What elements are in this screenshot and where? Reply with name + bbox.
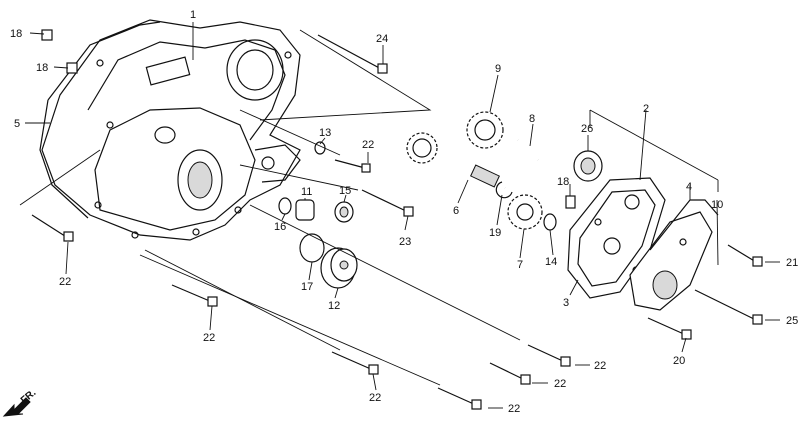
label-part-22: 22 <box>594 360 606 372</box>
leader-lines <box>19 22 780 409</box>
label-part-9: 9 <box>495 63 501 75</box>
gear-9 <box>466 111 504 149</box>
label-part-22: 22 <box>554 378 566 390</box>
bolts <box>31 34 763 410</box>
label-part-11: 11 <box>301 186 312 198</box>
label-part-12: 12 <box>328 300 340 312</box>
o-ring <box>278 197 292 215</box>
dowel-pin <box>66 62 78 74</box>
gear-drive <box>406 132 438 164</box>
label-part-16: 16 <box>274 221 286 233</box>
label-part-26: 26 <box>581 123 593 135</box>
label-part-15: 15 <box>339 185 351 197</box>
label-part-22: 22 <box>508 403 520 415</box>
label-part-19: 19 <box>489 227 501 239</box>
front-direction-arrow: FR. <box>2 387 38 417</box>
label-part-3: 3 <box>563 297 569 309</box>
label-part-22: 22 <box>369 392 381 404</box>
label-part-21: 21 <box>786 257 798 269</box>
label-part-18: 18 <box>557 176 569 188</box>
pump-gasket <box>649 199 719 251</box>
label-part-22: 22 <box>203 332 215 344</box>
pin-8 <box>515 137 541 163</box>
o-ring-large <box>299 233 325 263</box>
label-part-2: 2 <box>643 103 649 115</box>
label-part-10: 10 <box>711 199 723 211</box>
label-part-17: 17 <box>301 281 313 293</box>
part-number-labels: 1 2 3 4 5 6 7 8 9 10 11 12 13 14 15 16 1… <box>10 9 798 415</box>
washer <box>543 213 557 231</box>
oil-pump-shaft <box>424 147 506 191</box>
dowel-pin <box>41 29 53 41</box>
crankcase-cover <box>41 19 301 241</box>
label-part-4: 4 <box>686 181 692 193</box>
label-part-25: 25 <box>786 315 798 327</box>
gear-7 <box>507 194 543 230</box>
label-part-8: 8 <box>529 113 535 125</box>
label-part-14: 14 <box>545 256 557 268</box>
dowel-pin <box>565 195 576 209</box>
label-part-20: 20 <box>673 355 685 367</box>
plug <box>295 199 315 221</box>
label-part-1: 1 <box>190 9 196 21</box>
label-part-13: 13 <box>319 127 331 139</box>
snap-ring <box>495 181 513 199</box>
label-part-18: 18 <box>10 28 22 40</box>
label-part-7: 7 <box>517 259 523 271</box>
pump-cover <box>629 211 713 311</box>
label-part-6: 6 <box>453 205 459 217</box>
label-part-24: 24 <box>376 33 388 45</box>
label-part-18: 18 <box>36 62 48 74</box>
label-part-22: 22 <box>362 139 374 151</box>
label-part-5: 5 <box>14 118 20 130</box>
label-part-22: 22 <box>59 276 71 288</box>
label-part-23: 23 <box>399 236 411 248</box>
pump-body <box>567 177 666 299</box>
